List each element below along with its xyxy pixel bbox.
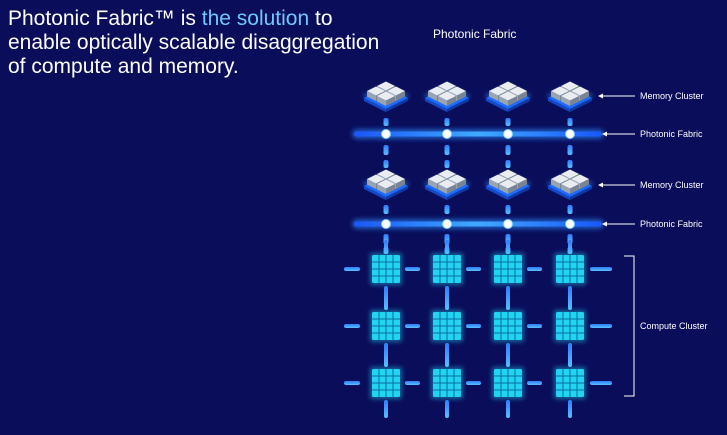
compute-link (590, 324, 612, 328)
headline-part1: Photonic Fabric™ is (8, 7, 202, 30)
fabric-node-icon (381, 129, 391, 139)
fabric-link (383, 160, 389, 168)
compute-link (568, 240, 572, 254)
diagram-title: Photonic Fabric (433, 27, 517, 41)
label-memory-cluster-2: Memory Cluster (598, 180, 704, 190)
compute-link (466, 267, 481, 271)
photonic-fabric-label-2: Photonic Fabric (640, 219, 703, 229)
fabric-link (505, 145, 511, 155)
fabric-node-icon (565, 219, 575, 229)
memory-chip-icon (423, 169, 471, 200)
compute-link (506, 286, 510, 310)
compute-link (527, 324, 542, 328)
fabric-link (567, 160, 573, 168)
headline: Photonic Fabric™ is the solution to enab… (8, 7, 388, 79)
compute-bracket (624, 255, 635, 397)
arrow-left-icon (602, 131, 607, 137)
fabric-link (567, 205, 573, 214)
compute-chip-icon (370, 310, 402, 342)
compute-link (466, 381, 481, 385)
photonic-fabric-bar-2 (354, 221, 602, 227)
compute-cluster-label: Compute Cluster (640, 321, 708, 331)
compute-link (590, 267, 612, 271)
compute-link (568, 286, 572, 310)
photonic-fabric-bar-1 (354, 131, 602, 137)
compute-link (506, 400, 510, 418)
fabric-link (567, 118, 573, 126)
arrow-left-icon (598, 93, 603, 99)
fabric-node-icon (503, 219, 513, 229)
memory-chip-icon (362, 81, 410, 112)
label-compute-cluster: Compute Cluster (624, 255, 708, 397)
compute-link (405, 324, 420, 328)
fabric-link (383, 145, 389, 155)
memory-cluster-label-1: Memory Cluster (640, 91, 704, 101)
fabric-node-icon (442, 129, 452, 139)
compute-link (405, 267, 420, 271)
arrow-left-icon (598, 182, 603, 188)
fabric-node-icon (442, 219, 452, 229)
memory-chip-icon (484, 81, 532, 112)
label-photonic-fabric-2: Photonic Fabric (602, 219, 703, 229)
fabric-link (444, 205, 450, 214)
compute-chip-icon (370, 367, 402, 399)
fabric-node-icon (503, 129, 513, 139)
label-memory-cluster-1: Memory Cluster (598, 91, 704, 101)
memory-chip-icon (546, 169, 594, 200)
memory-chip-icon (362, 169, 410, 200)
compute-link (506, 240, 510, 254)
label-photonic-fabric-1: Photonic Fabric (602, 129, 703, 139)
compute-link (405, 381, 420, 385)
fabric-node-icon (381, 219, 391, 229)
compute-link (527, 381, 542, 385)
compute-link (590, 381, 612, 385)
compute-chip-icon (431, 310, 463, 342)
fabric-link (505, 205, 511, 214)
compute-link (445, 240, 449, 254)
compute-link (344, 324, 360, 328)
photonic-fabric-label-1: Photonic Fabric (640, 129, 703, 139)
compute-chip-icon (554, 367, 586, 399)
compute-link (568, 400, 572, 418)
compute-chip-icon (431, 367, 463, 399)
memory-cluster-label-2: Memory Cluster (640, 180, 704, 190)
fabric-link (444, 118, 450, 126)
compute-link (445, 286, 449, 310)
arrow-left-icon (602, 221, 607, 227)
fabric-link (383, 205, 389, 214)
memory-chip-icon (546, 81, 594, 112)
compute-link (568, 343, 572, 367)
compute-chip-icon (370, 253, 402, 285)
compute-link (384, 240, 388, 254)
compute-link (384, 343, 388, 367)
fabric-node-icon (565, 129, 575, 139)
headline-highlight: the solution (201, 7, 310, 30)
memory-chip-icon (484, 169, 532, 200)
compute-link (344, 381, 360, 385)
compute-chip-icon (492, 253, 524, 285)
fabric-link (567, 145, 573, 155)
compute-link (344, 267, 360, 271)
compute-chip-icon (492, 367, 524, 399)
compute-chip-icon (554, 310, 586, 342)
compute-chip-icon (492, 310, 524, 342)
memory-chip-icon (423, 81, 471, 112)
headline-part2: to enable optically scalable disaggregat… (8, 7, 380, 78)
fabric-link (505, 160, 511, 168)
fabric-link (444, 145, 450, 155)
compute-link (466, 324, 481, 328)
compute-chip-icon (554, 253, 586, 285)
compute-chip-icon (431, 253, 463, 285)
compute-link (384, 400, 388, 418)
compute-link (506, 343, 510, 367)
compute-link (445, 343, 449, 367)
compute-link (384, 286, 388, 310)
compute-link (445, 400, 449, 418)
fabric-link (383, 118, 389, 126)
fabric-link (505, 118, 511, 126)
fabric-link (444, 160, 450, 168)
compute-link (527, 267, 542, 271)
